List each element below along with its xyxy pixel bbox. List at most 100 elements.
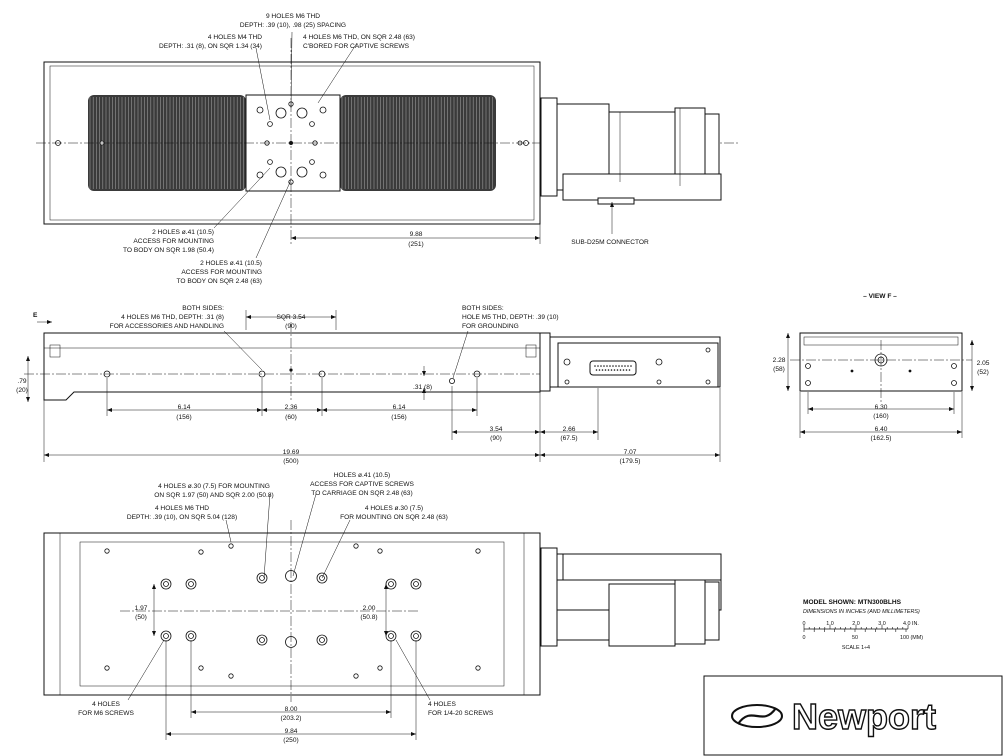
carriage-hole <box>267 159 273 165</box>
label-both-sides-right-1: BOTH SIDES: <box>462 305 504 312</box>
scale-mm-1: 50 <box>852 635 858 641</box>
bottom-view-motor <box>540 547 722 647</box>
dim-354-value: 3.54 <box>490 426 503 433</box>
label-both-sides-right-2: HOLE M5 THD, DEPTH: .39 (10) <box>462 314 559 321</box>
dim-984-mm: (250) <box>283 737 298 744</box>
carriage-hole <box>309 159 315 165</box>
carriage-hole <box>256 106 264 114</box>
side-screw <box>655 358 663 366</box>
label-holes-030-248-2: FOR MOUNTING ON SQR 2.48 (63) <box>340 514 448 521</box>
dim-031: .31 (8) <box>413 384 432 391</box>
label-holes-m4-1: 4 HOLES M4 THD <box>208 34 262 41</box>
carriage-hole <box>296 166 308 178</box>
side-screw <box>563 358 571 366</box>
label-both-sides-left-1: BOTH SIDES: <box>182 305 224 312</box>
mounting-hole <box>475 548 481 554</box>
label-holes-030-mount-2: ON SQR 1.97 (50) AND SQR 2.00 (50.8) <box>154 492 273 499</box>
view-f-screw <box>951 380 957 386</box>
carriage-hole <box>319 171 327 179</box>
label-holes-030-mount-1: 4 HOLES ø.30 (7.5) FOR MOUNTING <box>158 483 270 490</box>
dim-988-value: 9.88 <box>410 231 423 238</box>
dim-sqr-354-mm: (90) <box>285 323 297 330</box>
dim-614-left-mm: (156) <box>176 414 191 421</box>
carriage-hole <box>319 106 327 114</box>
dim-079-mm: (20) <box>16 387 28 394</box>
dim-630-value: 6.30 <box>875 404 888 411</box>
dim-sqr-354-value: SQR 3.54 <box>277 314 306 321</box>
counterbored-hole <box>410 630 422 642</box>
view-f-screw <box>805 380 811 386</box>
side-hole <box>448 377 455 384</box>
dim-1969-mm: (500) <box>283 458 298 465</box>
dim-200-mm: (50.8) <box>360 614 377 621</box>
newport-logo-icon <box>731 704 783 728</box>
scale-in-4: 4.0 IN. <box>903 621 919 627</box>
dim-236-mm: (60) <box>285 414 297 421</box>
label-holes-m6-128-1: 4 HOLES M6 THD <box>155 505 209 512</box>
units-note: DIMENSIONS IN INCHES (AND MILLIMETERS) <box>803 609 920 615</box>
label-both-sides-right-3: FOR GROUNDING <box>462 323 519 330</box>
scale-in-3: 3.0 <box>878 621 886 627</box>
label-holes-m4-2: DEPTH: .31 (8), ON SQR 1.34 (34) <box>159 43 262 50</box>
carriage-hole <box>296 107 308 119</box>
counterbored-hole <box>185 578 197 590</box>
label-m6-screws-2: FOR M6 SCREWS <box>78 710 134 717</box>
scale-in-2: 2.0 <box>852 621 860 627</box>
mounting-hole <box>377 548 383 554</box>
dim-640-mm: (162.5) <box>871 435 892 442</box>
carriage-hole <box>267 121 273 127</box>
mounting-hole <box>228 673 234 679</box>
section-mark-e: E <box>33 312 38 319</box>
label-1420-screws-2: FOR 1/4-20 SCREWS <box>428 710 494 717</box>
info-block: MODEL SHOWN: MTN300BLHS DIMENSIONS IN IN… <box>803 599 924 651</box>
scale-note: SCALE 1÷4 <box>842 645 870 651</box>
dim-205-value: 2.05 <box>977 360 990 367</box>
side-screw <box>656 379 662 385</box>
brand-name: Newport <box>792 696 936 737</box>
brand-box: Newport <box>703 675 1003 756</box>
counterbored-hole <box>256 634 268 646</box>
label-m6-screws-1: 4 HOLES <box>92 701 120 708</box>
mounting-hole <box>104 665 110 671</box>
dim-205-mm: (52) <box>977 369 989 376</box>
counterbored-hole <box>385 578 397 590</box>
carriage-hole <box>256 171 264 179</box>
dim-614-left-value: 6.14 <box>178 404 191 411</box>
label-access-198-1: 2 HOLES ø.41 (10.5) <box>152 229 214 236</box>
scale-in-1: 1.0 <box>826 621 834 627</box>
model-label: MODEL SHOWN: MTN300BLHS <box>803 599 902 606</box>
dim-266-value: 2.66 <box>563 426 576 433</box>
dim-266-mm: (67.5) <box>560 435 577 442</box>
counterbored-hole <box>185 630 197 642</box>
top-view: 9 HOLES M6 THD DEPTH: .39 (10), .98 (25)… <box>36 13 740 285</box>
counterbored-hole <box>385 630 397 642</box>
label-holes-030-248-1: 4 HOLES ø.30 (7.5) <box>365 505 423 512</box>
label-holes-041-2: ACCESS FOR CAPTIVE SCREWS <box>310 481 414 488</box>
mounting-hole <box>198 549 204 555</box>
dim-614-right-mm: (156) <box>391 414 406 421</box>
dim-197-mm: (50) <box>135 614 147 621</box>
mounting-hole <box>475 665 481 671</box>
label-holes-m6-cbored-1: 4 HOLES M6 THD, ON SQR 2.48 (63) <box>303 34 415 41</box>
counterbored-hole <box>160 630 172 642</box>
label-holes-m6-spacing-2: DEPTH: .39 (10), .98 (25) SPACING <box>240 22 346 29</box>
scale-in-0: 0 <box>803 621 806 627</box>
counterbored-hole <box>410 578 422 590</box>
label-holes-m6-spacing-1: 9 HOLES M6 THD <box>266 13 320 20</box>
scale-mm-0: 0 <box>803 635 806 641</box>
side-screw <box>705 347 711 353</box>
counterbored-hole <box>316 634 328 646</box>
dim-200-value: 2.00 <box>363 605 376 612</box>
dim-354-mm: (90) <box>490 435 502 442</box>
dim-988-mm: (251) <box>408 241 423 248</box>
dim-800-mm: (203.2) <box>281 715 302 722</box>
dim-197-value: 1.97 <box>135 605 148 612</box>
carriage-hole <box>275 166 287 178</box>
dim-228-mm: (58) <box>773 366 785 373</box>
carriage-hole <box>309 121 315 127</box>
mounting-hole <box>353 673 359 679</box>
dim-236-value: 2.36 <box>285 404 298 411</box>
mounting-hole <box>353 543 359 549</box>
dim-630-mm: (160) <box>873 413 888 420</box>
